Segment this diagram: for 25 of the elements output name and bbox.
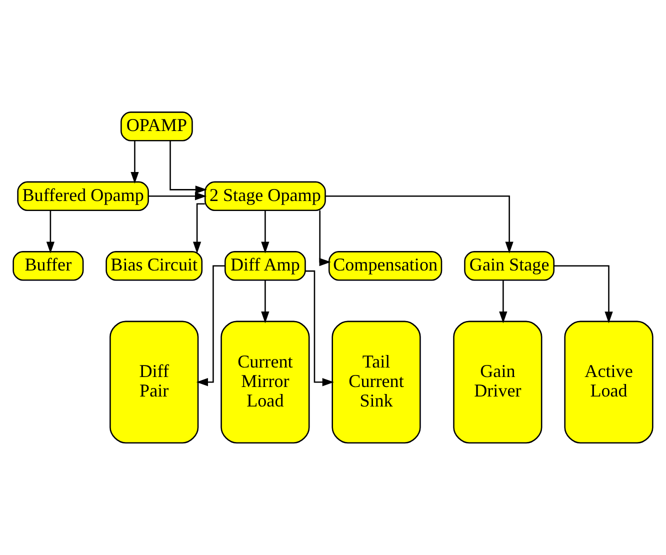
node-box: Bias Circuit [106,251,203,281]
arrow [130,140,139,184]
arrow [261,210,270,254]
node-box: Gain Stage [464,251,555,281]
arrow [46,210,55,254]
node-box: Gain Driver [453,320,542,444]
node-box: Current Mirror Load [220,320,310,444]
node-box: Buffered Opamp [17,181,149,211]
node-box: Tail Current Sink [332,320,421,444]
node-box: OPAMP [120,112,193,142]
arrow [261,280,270,324]
arrow [305,270,334,386]
node-box: Compensation [328,251,442,281]
arrow [499,280,508,324]
arrow [554,265,613,324]
arrow [192,203,205,254]
arrow [148,192,207,200]
arrow [326,195,514,254]
node-box: 2 Stage Opamp [204,181,326,211]
arrow [319,210,331,266]
node-box: Active Load [564,320,654,444]
arrow [170,141,208,194]
node-box: Diff Amp [224,251,306,281]
node-box: Diff Pair [110,320,199,444]
node-box: Buffer [12,251,84,281]
